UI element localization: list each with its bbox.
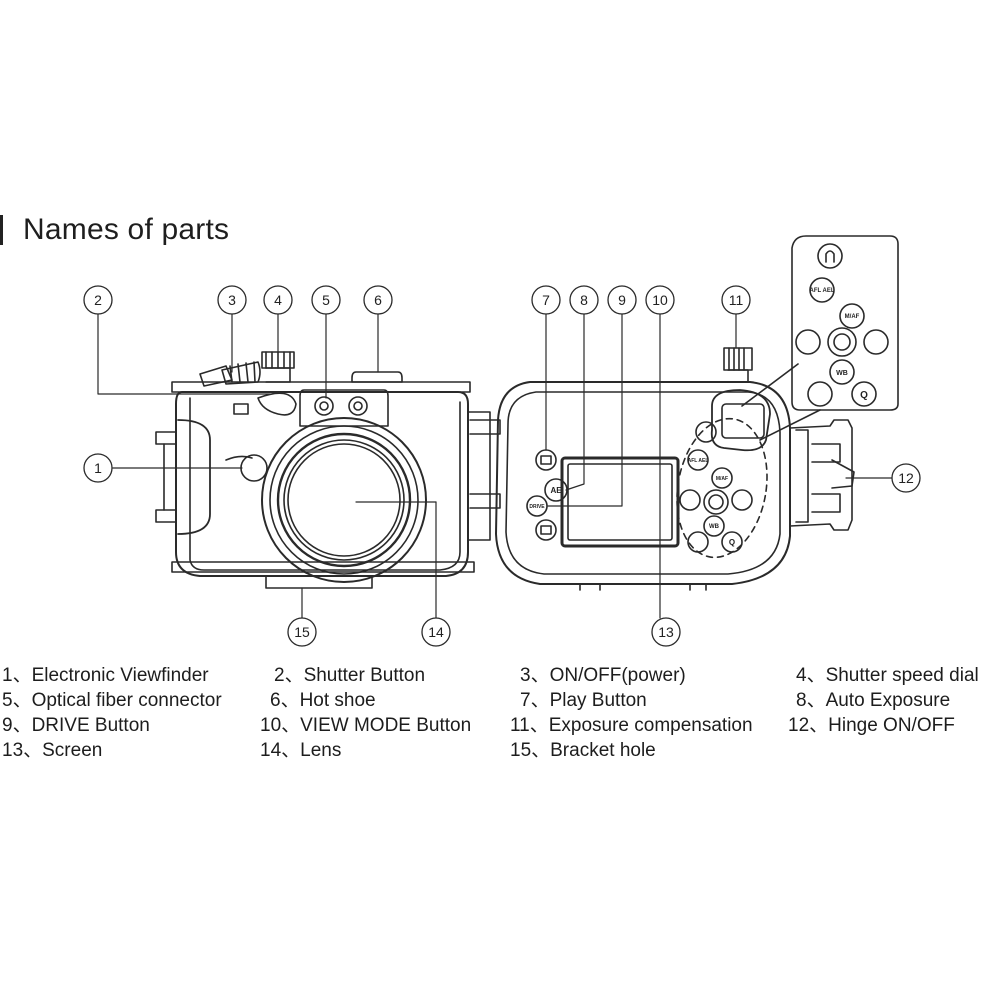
back-housing (495, 235, 899, 591)
legend-item: 15、Bracket hole (510, 740, 656, 761)
callout-number: 7 (542, 292, 550, 308)
callout-circle (311, 285, 341, 315)
callout-4: 4 (263, 285, 293, 315)
camera-housing-diagram: AE DRIVE AFL AEL M/AF WB Q AFL AEL M/AF … (83, 235, 921, 647)
callout-10: 10 (645, 285, 675, 315)
heading-title: Names of parts (23, 213, 230, 246)
callout-circle (83, 285, 113, 315)
callout-12: 12 (891, 463, 921, 493)
legend-item: 9、DRIVE Button (2, 715, 150, 736)
afl-ael-label-inset: AFL AEL (810, 288, 835, 294)
legend-item: 7、Play Button (520, 690, 647, 711)
callout-number: 9 (618, 292, 626, 308)
mf-af-label-back: M/AF (716, 476, 728, 482)
callout-number: 5 (322, 292, 330, 308)
legend-item: 14、Lens (260, 740, 342, 761)
callout-14: 14 (421, 617, 451, 647)
legend-item: 8、Auto Exposure (796, 690, 951, 711)
callout-circle (891, 463, 921, 493)
callout-2: 2 (83, 285, 113, 315)
callout-circle (569, 285, 599, 315)
q-label-back: Q (729, 538, 735, 547)
ae-button-label: AE (550, 486, 562, 495)
callout-1: 1 (83, 453, 113, 483)
legend-item: 3、ON/OFF(power) (520, 665, 686, 686)
callout-number: 11 (729, 292, 744, 308)
callout-8: 8 (569, 285, 599, 315)
legend-item: 5、Optical fiber connector (2, 690, 222, 711)
callout-number: 6 (374, 292, 382, 308)
callout-number: 3 (228, 292, 236, 308)
callout-circle (531, 285, 561, 315)
callout-13: 13 (651, 617, 681, 647)
section-heading: Names of parts (0, 205, 229, 255)
afl-ael-label-back: AFL AEL (688, 458, 709, 464)
callout-11: 11 (721, 285, 751, 315)
callout-3: 3 (217, 285, 247, 315)
callout-number: 10 (652, 292, 668, 308)
leader-lines (97, 311, 893, 619)
callout-number: 2 (94, 292, 102, 308)
drive-button-label: DRIVE (529, 504, 545, 510)
callout-circle (421, 617, 451, 647)
callout-circle (287, 617, 317, 647)
legend-item: 6、Hot shoe (270, 690, 376, 711)
callout-6: 6 (363, 285, 393, 315)
callout-circle (721, 285, 751, 315)
legend-item: 4、Shutter speed dial (796, 665, 979, 686)
callout-circle (363, 285, 393, 315)
callout-number: 8 (580, 292, 588, 308)
callout-number: 12 (898, 470, 914, 486)
callout-number: 15 (294, 624, 310, 640)
legend-item: 2、Shutter Button (274, 665, 426, 686)
callout-number: 13 (658, 624, 674, 640)
legend-item: 1、Electronic Viewfinder (2, 665, 209, 686)
front-housing (155, 351, 501, 589)
callout-number: 14 (428, 624, 444, 640)
callout-circle (645, 285, 675, 315)
legend-item: 12、Hinge ON/OFF (788, 715, 955, 736)
callout-9: 9 (607, 285, 637, 315)
callout-15: 15 (287, 617, 317, 647)
wb-label-back: WB (709, 524, 720, 530)
legend-item: 13、Screen (2, 740, 103, 761)
parts-legend: 1、Electronic Viewfinder 2、Shutter Button… (0, 664, 1000, 774)
callout-number: 1 (94, 460, 102, 476)
heading-bar (0, 215, 3, 245)
callout-number: 4 (274, 292, 282, 308)
callout-7: 7 (531, 285, 561, 315)
q-label-inset: Q (860, 390, 868, 401)
legend-item: 11、Exposure compensation (510, 715, 753, 736)
callout-circle (217, 285, 247, 315)
callout-circle (607, 285, 637, 315)
callout-circle (83, 453, 113, 483)
callout-circle (651, 617, 681, 647)
callout-5: 5 (311, 285, 341, 315)
wb-label-inset: WB (836, 370, 848, 377)
callout-circle (263, 285, 293, 315)
legend-item: 10、VIEW MODE Button (260, 715, 472, 736)
mf-af-label-inset: M/AF (845, 314, 860, 320)
